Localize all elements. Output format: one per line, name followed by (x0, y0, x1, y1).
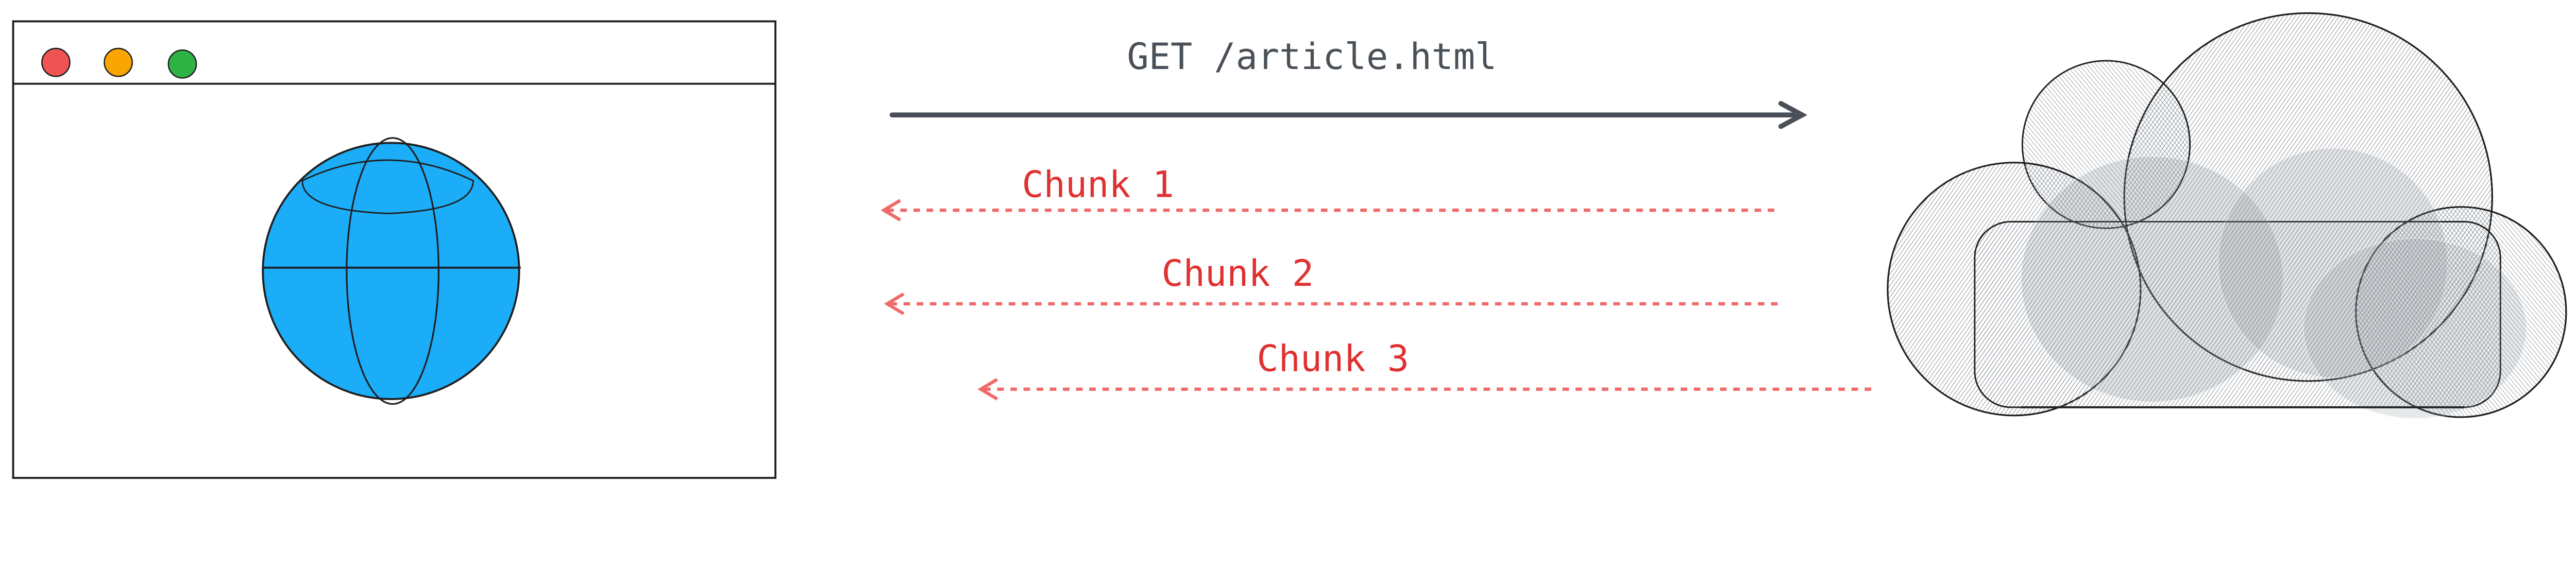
browser-window-icon (12, 20, 777, 479)
request-arrow (889, 101, 1808, 129)
cloud-icon (1887, 12, 2567, 420)
diagram-canvas: GET /article.html Chunk 1 Chunk 2 Chunk … (12, 12, 2567, 479)
globe-icon (262, 137, 521, 405)
chunk-3-arrow (977, 378, 1876, 401)
close-dot (41, 47, 71, 77)
request-label: GET /article.html (1127, 36, 1497, 78)
chunk-1-label: Chunk 1 (1022, 164, 1174, 206)
chunk-2-arrow (884, 293, 1783, 315)
chunk-1-arrow (880, 199, 1778, 222)
chunk-2-label: Chunk 2 (1161, 252, 1314, 295)
minimize-dot (104, 47, 133, 77)
maximize-dot (167, 49, 197, 79)
chunk-3-label: Chunk 3 (1257, 338, 1409, 380)
